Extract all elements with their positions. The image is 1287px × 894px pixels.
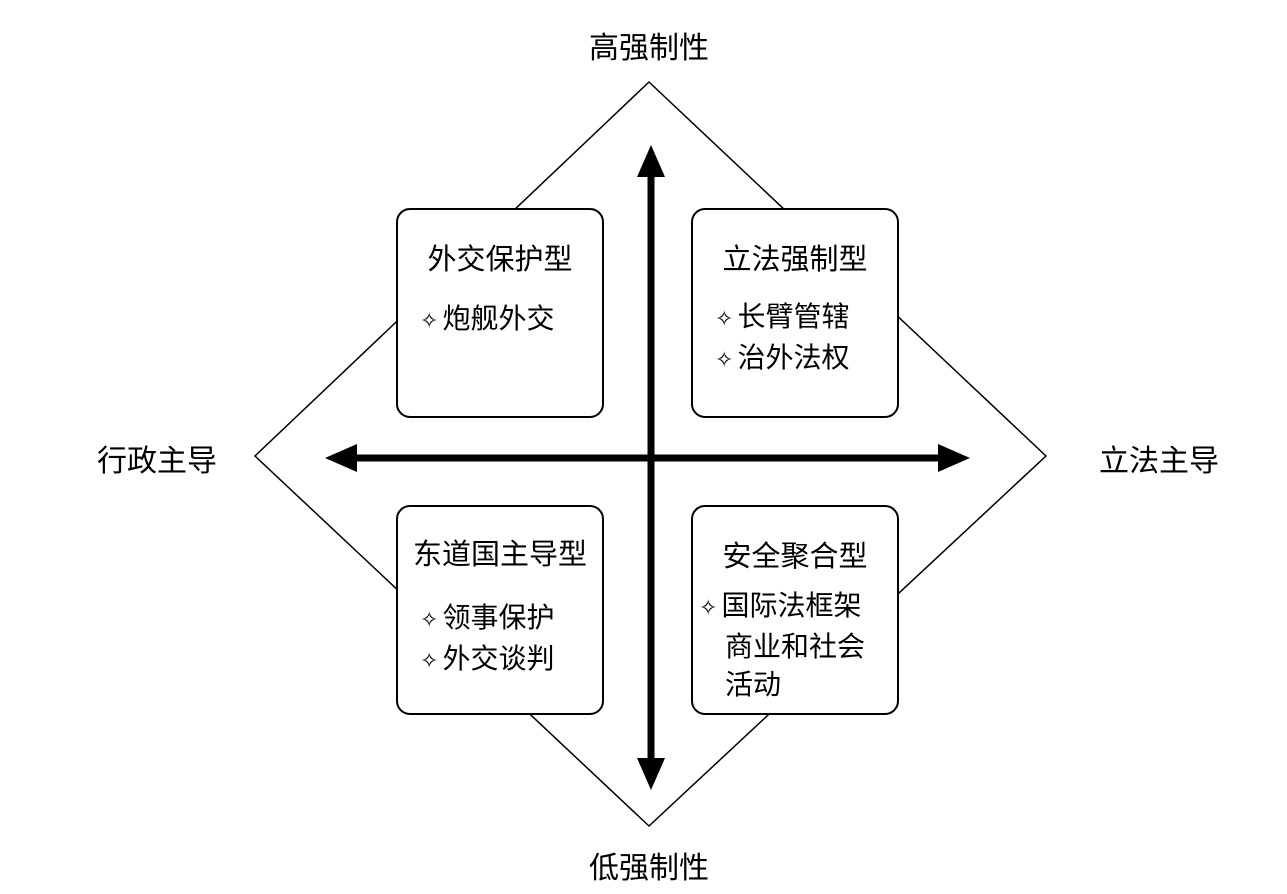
quadrant-host-country-led: 东道国主导型 ✧领事保护 ✧外交谈判 <box>396 505 604 715</box>
quadrant-title: 东道国主导型 <box>412 537 587 571</box>
list-item: ✧领事保护 <box>420 601 555 634</box>
axis-label-low-coercion: 低强制性 <box>589 851 709 886</box>
star-bullet-icon: ✧ <box>420 309 439 334</box>
quadrant-security-aggregation: 安全聚合型 ✧国际法框架 商业和社会 活动 <box>691 505 899 715</box>
quadrant-title: 安全聚合型 <box>722 539 868 573</box>
axis-label-high-coercion: 高强制性 <box>589 31 709 66</box>
star-bullet-icon: ✧ <box>420 649 439 674</box>
list-item-continuation: 商业和社会 <box>725 630 866 663</box>
axis-label-legislative-led: 立法主导 <box>1099 444 1219 479</box>
quadrant-diplomatic-protection: 外交保护型 ✧炮舰外交 <box>396 208 604 418</box>
quadrant-legislative-coercion: 立法强制型 ✧长臂管辖 ✧治外法权 <box>691 208 899 418</box>
quadrant-title: 立法强制型 <box>722 242 868 276</box>
list-item: ✧外交谈判 <box>420 642 555 675</box>
list-item: ✧治外法权 <box>715 341 850 374</box>
star-bullet-icon: ✧ <box>699 596 718 621</box>
horizontal-axis-arrow <box>325 444 970 472</box>
axis-label-executive-led: 行政主导 <box>97 444 217 479</box>
quadrant-title: 外交保护型 <box>427 242 573 276</box>
list-item: ✧国际法框架 <box>699 589 862 622</box>
star-bullet-icon: ✧ <box>715 348 734 373</box>
list-item-continuation: 活动 <box>725 668 782 701</box>
vertical-axis-arrow <box>637 145 665 790</box>
star-bullet-icon: ✧ <box>715 307 734 332</box>
list-item: ✧长臂管辖 <box>715 300 850 333</box>
star-bullet-icon: ✧ <box>420 608 439 633</box>
list-item: ✧炮舰外交 <box>420 302 555 335</box>
outer-diamond <box>253 80 1048 828</box>
